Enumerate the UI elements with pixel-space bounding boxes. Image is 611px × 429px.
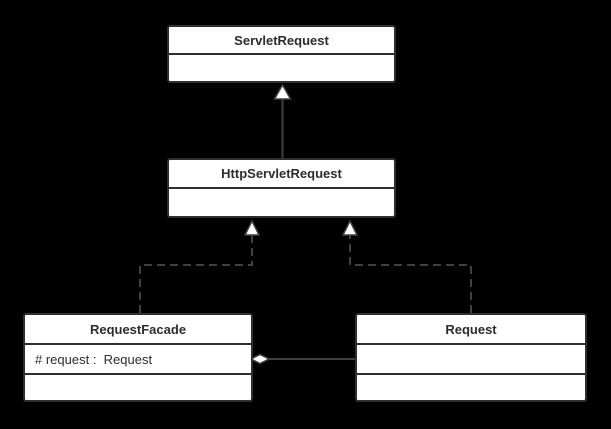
aggregation-connector[interactable]	[249, 353, 356, 365]
hollow-triangle-icon	[243, 219, 261, 236]
class-box-requestfacade[interactable]: RequestFacade # request : Request	[23, 313, 253, 402]
attributes-compartment: # request : Request	[25, 343, 251, 373]
class-title: HttpServletRequest	[221, 166, 342, 181]
class-box-request[interactable]: Request	[355, 313, 587, 402]
members-compartment	[169, 53, 394, 81]
generalization-connector[interactable]	[273, 83, 292, 158]
realization-connector-left[interactable]	[139, 219, 261, 313]
class-title: RequestFacade	[89, 321, 187, 337]
methods-compartment	[357, 373, 585, 400]
methods-compartment	[25, 373, 251, 400]
connector-line	[349, 235, 472, 313]
class-title: Request	[445, 321, 497, 337]
class-title: ServletRequest	[234, 32, 329, 48]
attribute-request-field: # request : Request	[35, 351, 153, 367]
members-compartment	[169, 187, 394, 216]
hollow-diamond-icon	[249, 353, 271, 365]
connector-line	[139, 235, 253, 313]
attributes-compartment	[357, 343, 585, 373]
hollow-triangle-icon	[273, 83, 292, 100]
hollow-triangle-icon	[341, 219, 359, 236]
realization-connector-right[interactable]	[341, 219, 472, 313]
class-box-httpservletrequest[interactable]: HttpServletRequest	[167, 158, 396, 218]
class-box-servletrequest[interactable]: ServletRequest	[167, 25, 396, 83]
